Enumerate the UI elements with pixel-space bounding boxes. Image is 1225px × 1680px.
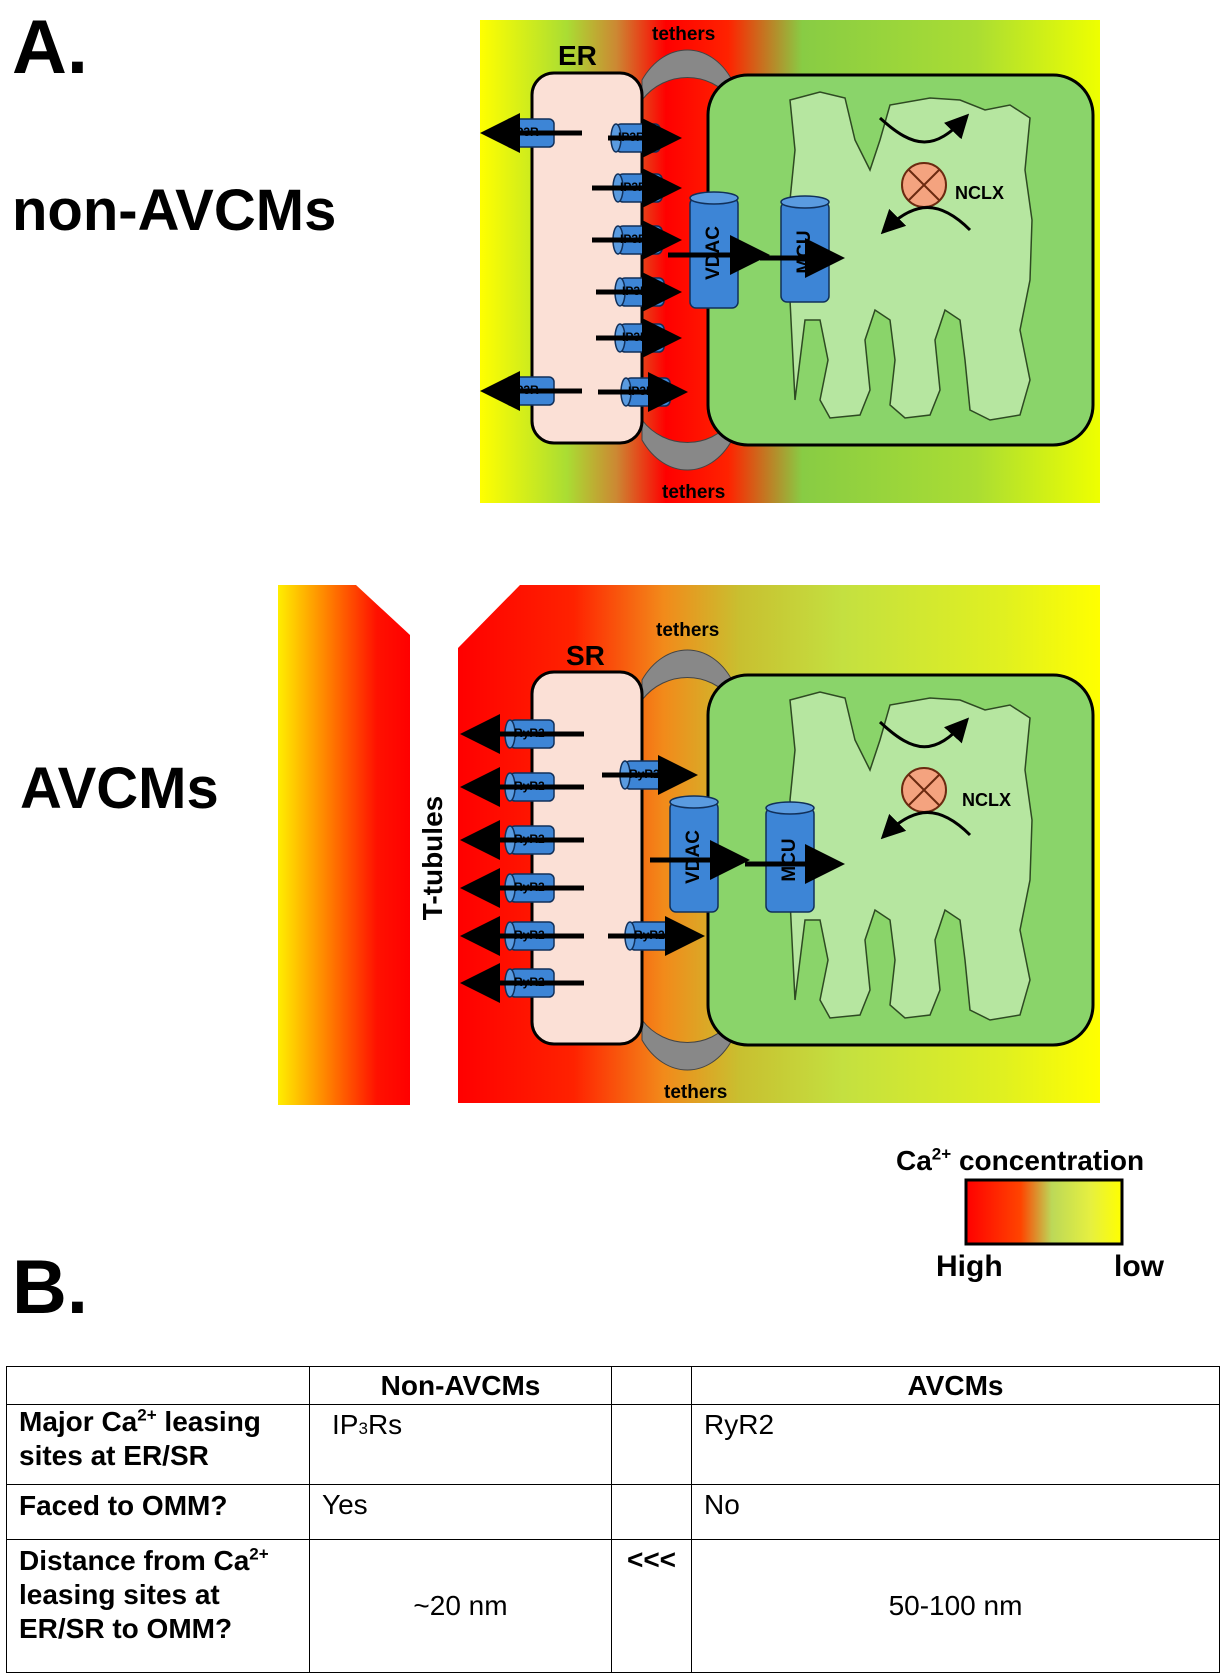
- ip3r-label: IP3R: [620, 232, 647, 246]
- row-label-release-sites: Major Ca2+ leasing sites at ER/SR: [6, 1404, 310, 1485]
- sr-label: SR: [566, 640, 605, 671]
- avcm-diagram: [278, 585, 1100, 1105]
- header-non-avcms: Non-AVCMs: [309, 1366, 612, 1405]
- bottom-vdac: [669, 795, 719, 913]
- top-tethers-label-lower: tethers: [662, 482, 726, 503]
- comparison-table: Non-AVCMs AVCMs Major Ca2+ leasing sites…: [6, 1366, 1220, 1673]
- ryr2-label: RyR2: [514, 779, 545, 793]
- faced-omm-non-avcm: Yes: [309, 1484, 612, 1540]
- ryr2-label: RyR2: [514, 726, 545, 740]
- ip3r-label: IP3R: [512, 125, 539, 139]
- row-label-faced-omm: Faced to OMM?: [6, 1484, 310, 1540]
- table-header-row: Non-AVCMs AVCMs: [6, 1366, 1220, 1405]
- header-avcms: AVCMs: [691, 1366, 1220, 1405]
- legend-high-label: High: [936, 1250, 1003, 1283]
- ryr2-label: RyR2: [514, 832, 545, 846]
- non-avcm-title: non-AVCMs: [12, 178, 337, 243]
- release-sites-avcm: RyR2: [691, 1404, 1220, 1485]
- ip3r-label: IP3R: [622, 330, 649, 344]
- avcm-title: AVCMs: [20, 756, 219, 821]
- header-spacer-cell: [611, 1366, 692, 1405]
- table-row: Faced to OMM? Yes No: [6, 1484, 1220, 1540]
- legend-title: Ca2+ concentration: [896, 1144, 1145, 1176]
- row-label-distance: Distance from Ca2+ leasing sites at ER/S…: [6, 1539, 310, 1673]
- ip3r-label: IP3R: [618, 130, 645, 144]
- bottom-tethers-label-lower: tethers: [664, 1082, 728, 1103]
- ip3r-label: IP3R: [620, 180, 647, 194]
- panel-b-label: B.: [12, 1245, 88, 1330]
- ryr2-label: RyR2: [514, 880, 545, 894]
- distance-comparison: <<<: [611, 1539, 692, 1673]
- bottom-nclx-label: NCLX: [962, 790, 1011, 810]
- ryr2-label: RyR2: [629, 767, 660, 781]
- er-label: ER: [558, 40, 597, 71]
- t-tubules-label: T-tubules: [417, 795, 448, 921]
- top-nclx-label: NCLX: [955, 183, 1004, 203]
- t-tubule-membrane: [278, 585, 410, 1105]
- top-vdac-label: VDAC: [703, 226, 724, 280]
- non-avcm-diagram: [480, 20, 1100, 503]
- bottom-tethers-label-upper: tethers: [656, 620, 720, 641]
- sr-compartment: [530, 670, 644, 1046]
- top-tethers-label-upper: tethers: [652, 24, 716, 45]
- distance-avcm: 50-100 nm: [691, 1539, 1220, 1673]
- distance-non-avcm: ~20 nm: [309, 1539, 612, 1673]
- bottom-mcu-label: MCU: [779, 838, 800, 882]
- bottom-cristae: [789, 691, 1033, 1021]
- table-corner-cell: [6, 1366, 310, 1405]
- ip3r-label: IP3R: [512, 383, 539, 397]
- ryr2-label: RyR2: [514, 975, 545, 989]
- ca-legend-bar: [964, 1178, 1124, 1246]
- table-spacer-cell: [611, 1404, 692, 1485]
- top-mcu-label: MCU: [794, 230, 815, 274]
- table-row: Distance from Ca2+ leasing sites at ER/S…: [6, 1539, 1220, 1673]
- ryr2-label: RyR2: [634, 928, 665, 942]
- panel-a-label: A.: [12, 5, 88, 90]
- top-cristae: [789, 91, 1033, 421]
- table-spacer-cell: [611, 1484, 692, 1540]
- table-row: Major Ca2+ leasing sites at ER/SR IP3Rs …: [6, 1404, 1220, 1485]
- legend-low-label: low: [1114, 1250, 1164, 1283]
- ip3r-label: IP3R: [622, 284, 649, 298]
- bottom-vdac-label: VDAC: [683, 830, 704, 884]
- release-sites-non-avcm: IP3Rs: [309, 1404, 612, 1485]
- calcium-diagram: [278, 20, 1124, 1246]
- ip3r-label: IP3R: [628, 384, 655, 398]
- faced-omm-avcm: No: [691, 1484, 1220, 1540]
- ryr2-label: RyR2: [514, 928, 545, 942]
